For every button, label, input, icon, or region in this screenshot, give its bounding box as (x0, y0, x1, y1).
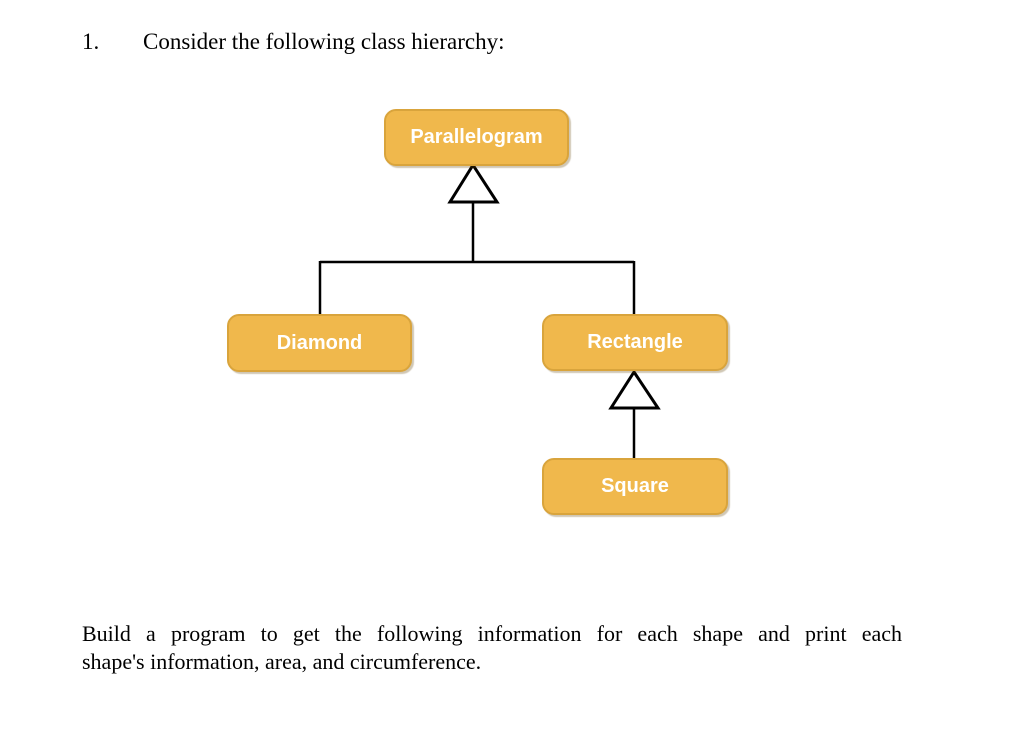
task-paragraph-line-1: Build a program to get the following inf… (82, 621, 902, 646)
class-node-label: Rectangle (587, 331, 683, 353)
class-node-parallelogram: Parallelogram (384, 109, 569, 166)
question-text: Consider the following class hierarchy: (143, 29, 505, 54)
class-node-rectangle: Rectangle (542, 314, 728, 371)
question-number: 1. (82, 29, 100, 54)
class-node-label: Diamond (276, 331, 363, 354)
question-heading: 1. Consider the following class hierarchy… (82, 28, 505, 56)
class-node-label: Square (601, 475, 669, 497)
class-node-diamond: Diamond (227, 314, 412, 372)
task-paragraph-line-2: shape's information, area, and circumfer… (82, 649, 482, 674)
class-node-square: Square (542, 458, 728, 515)
class-node-label: Parallelogram (410, 126, 543, 148)
inheritance-triangle-rectangle (608, 369, 661, 410)
inheritance-triangle-parallelogram (447, 162, 500, 204)
task-paragraph: Build a program to get the following inf… (82, 620, 902, 676)
